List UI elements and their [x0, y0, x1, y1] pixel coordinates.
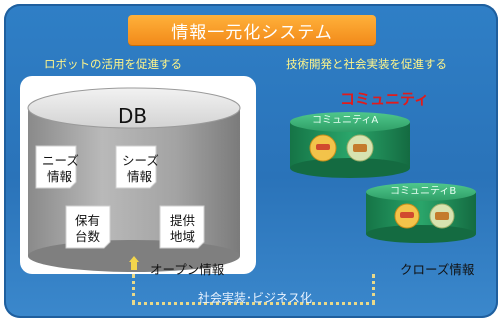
community-title: コミュニティ	[340, 90, 430, 108]
robot-icon	[429, 203, 455, 229]
social-implementation-label: 社会実装･ビジネス化	[198, 291, 313, 305]
service-area-line1: 提供	[170, 213, 196, 228]
needs-info-card	[35, 145, 77, 189]
db-label: DB	[118, 104, 148, 128]
up-arrow-icon	[129, 256, 139, 270]
robot-icon	[346, 134, 374, 162]
unit-count-line1: 保有	[75, 213, 101, 228]
robot-icon	[394, 203, 420, 229]
community-b-label: コミュニティB	[390, 186, 457, 197]
seeds-info-line1: シーズ	[122, 153, 159, 168]
connector-line	[372, 274, 375, 304]
right-heading: 技術開発と社会実装を促進する	[286, 57, 447, 71]
open-info-label: オープン情報	[150, 262, 225, 277]
robot-icon	[309, 134, 337, 162]
left-heading: ロボットの活用を促進する	[44, 57, 182, 71]
service-area-card	[159, 205, 205, 249]
service-area-line2: 地域	[170, 229, 196, 244]
needs-info-line2: 情報	[47, 169, 73, 184]
needs-info-line1: ニーズ	[42, 153, 79, 168]
unit-count-line2: 台数	[75, 229, 101, 244]
system-title-text: 情報一元化システム	[171, 22, 333, 43]
closed-info-label: クローズ情報	[400, 262, 475, 277]
unit-count-card	[65, 205, 111, 249]
connector-line	[132, 274, 135, 304]
connector-line	[132, 302, 375, 305]
community-a-label: コミュニティA	[312, 115, 379, 126]
seeds-info-card	[115, 145, 157, 189]
system-title: 情報一元化システム	[128, 15, 376, 45]
seeds-info-line2: 情報	[127, 169, 153, 184]
community-b-cylinder	[366, 183, 476, 243]
